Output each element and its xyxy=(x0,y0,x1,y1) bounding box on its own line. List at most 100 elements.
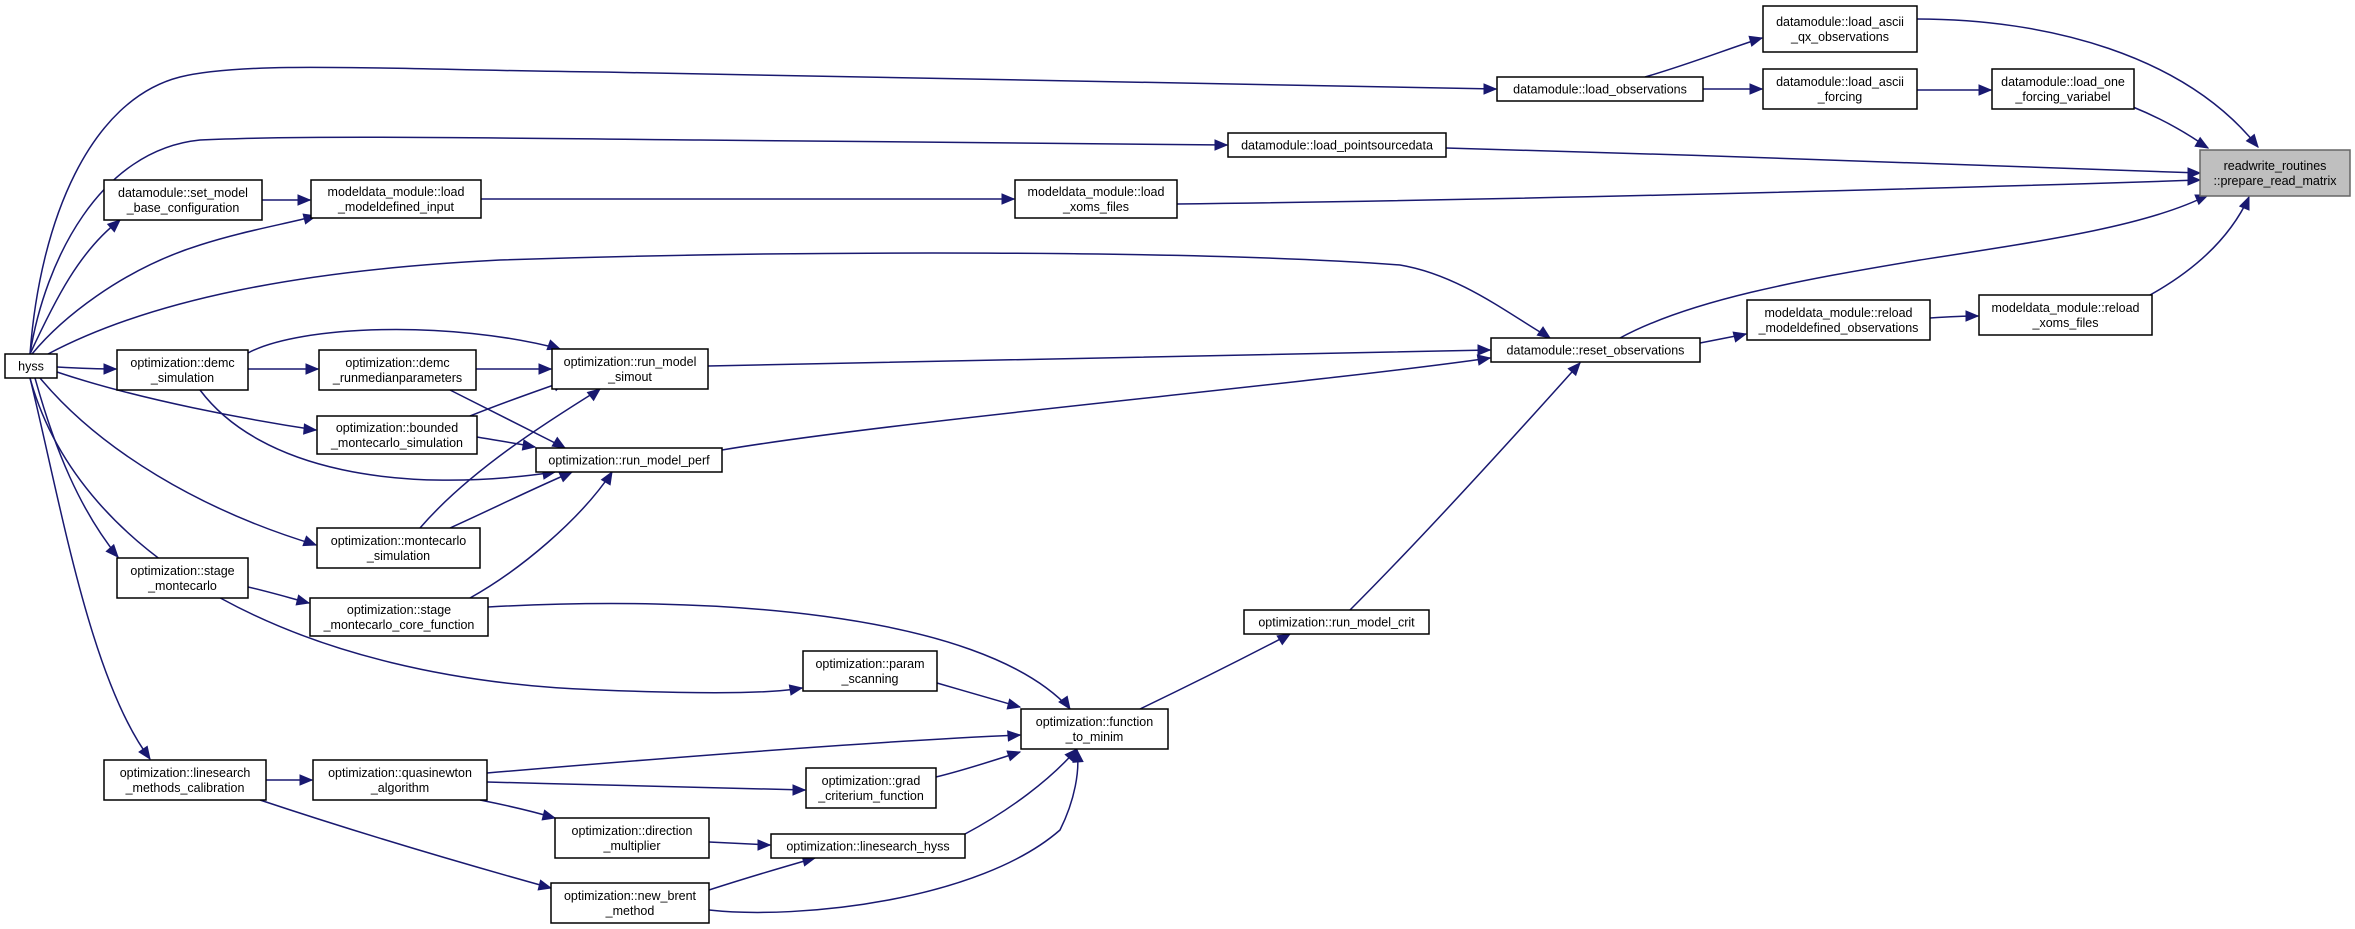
edge-linesearch_hyss-to-function_to_minim xyxy=(964,748,1078,835)
edge-line xyxy=(247,328,561,354)
edge-load_modeldefined_input-to-load_xoms_files xyxy=(481,193,1016,205)
edge-load_one_forcing-to-prepare_read_matrix xyxy=(2132,106,2210,149)
node-hyss[interactable]: hyss xyxy=(4,353,58,379)
edge-reload_modeldefined_observations-to-reload_xoms_files xyxy=(1929,310,1980,322)
edge-quasinewton_algorithm-to-grad_criterium_function xyxy=(486,781,807,796)
arrowhead-icon xyxy=(788,684,804,696)
node-label: optimization::grad xyxy=(822,774,921,788)
node-label: optimization::function xyxy=(1036,715,1153,729)
edge-line xyxy=(29,377,151,760)
edge-load_xoms_files-to-prepare_read_matrix xyxy=(1176,174,2202,205)
node-box xyxy=(318,349,477,391)
node-run_model_crit[interactable]: optimization::run_model_crit xyxy=(1243,609,1430,635)
node-set_model_base_configuration[interactable]: datamodule::set_model_base_configuration xyxy=(103,179,263,221)
edge-line xyxy=(449,471,573,529)
node-linesearch_hyss[interactable]: optimization::linesearch_hyss xyxy=(770,833,966,859)
node-label: optimization::stage xyxy=(347,603,451,617)
node-label: modeldata_module::load xyxy=(1028,185,1165,199)
edge-run_model_simout-to-reset_observations xyxy=(707,344,1492,367)
node-label: optimization::demc xyxy=(130,356,234,370)
edge-stage_montecarlo_core_function-to-run_model_perf xyxy=(469,470,613,599)
node-run_model_perf[interactable]: optimization::run_model_perf xyxy=(535,447,723,473)
node-new_brent_method[interactable]: optimization::new_brent_method xyxy=(550,882,710,924)
arrowhead-icon xyxy=(1748,35,1764,47)
edge-line xyxy=(259,799,552,889)
edge-line xyxy=(1349,362,1581,611)
node-prepare_read_matrix[interactable]: readwrite_routines::prepare_read_matrix xyxy=(2199,149,2351,197)
edge-line xyxy=(1916,18,2259,148)
node-box xyxy=(1020,708,1169,750)
node-stage_montecarlo_core_function[interactable]: optimization::stage_montecarlo_core_func… xyxy=(309,597,489,637)
node-load_ascii_forcing[interactable]: datamodule::load_ascii_forcing xyxy=(1762,68,1918,110)
node-grad_criterium_function[interactable]: optimization::grad_criterium_function xyxy=(805,767,937,809)
node-load_observations[interactable]: datamodule::load_observations xyxy=(1496,76,1704,102)
node-label: _forcing_variabel xyxy=(2014,90,2110,104)
node-load_ascii_qx[interactable]: datamodule::load_ascii_qx_observations xyxy=(1762,5,1918,53)
node-reload_modeldefined_observations[interactable]: modeldata_module::reload_modeldefined_ob… xyxy=(1746,299,1931,341)
arrowhead-icon xyxy=(305,363,320,375)
node-label: optimization::run_model_crit xyxy=(1258,616,1415,630)
edge-load_ascii_forcing-to-load_one_forcing xyxy=(1917,84,1993,96)
node-box xyxy=(805,767,937,809)
node-load_modeldefined_input[interactable]: modeldata_module::load_modeldefined_inpu… xyxy=(310,179,482,219)
arrowhead-icon xyxy=(138,745,151,761)
node-linesearch_methods_calibration[interactable]: optimization::linesearch_methods_calibra… xyxy=(103,759,267,801)
node-label: optimization::demc xyxy=(345,356,449,370)
arrowhead-icon xyxy=(1477,344,1492,356)
edge-direction_multiplier-to-linesearch_hyss xyxy=(708,839,772,851)
arrowhead-icon xyxy=(537,879,553,891)
edge-linesearch_methods_calibration-to-quasinewton_algorithm xyxy=(266,774,314,786)
node-box xyxy=(535,447,723,473)
arrowhead-icon xyxy=(1483,83,1498,95)
node-montecarlo_simulation[interactable]: optimization::montecarlo_simulation xyxy=(316,527,481,569)
node-param_scanning[interactable]: optimization::param_scanning xyxy=(802,650,938,692)
node-demc_runmedianparameters[interactable]: optimization::demc_runmedianparameters xyxy=(318,349,477,391)
node-label: _scanning xyxy=(841,672,899,686)
node-direction_multiplier[interactable]: optimization::direction_multiplier xyxy=(554,817,710,859)
arrowhead-icon xyxy=(1006,750,1022,762)
node-box xyxy=(116,557,249,599)
node-label: optimization::stage xyxy=(130,564,234,578)
node-label: datamodule::load_ascii xyxy=(1776,15,1904,29)
node-box xyxy=(1746,299,1931,341)
arrowhead-icon xyxy=(757,839,772,851)
edge-line xyxy=(29,219,121,355)
arrowhead-icon xyxy=(551,436,567,449)
edge-hyss-to-bounded_montecarlo_simulation xyxy=(56,371,318,435)
node-demc_simulation[interactable]: optimization::demc_simulation xyxy=(116,349,249,391)
node-quasinewton_algorithm[interactable]: optimization::quasinewton_algorithm xyxy=(312,759,488,801)
node-label: readwrite_routines xyxy=(2224,159,2327,173)
node-load_one_forcing[interactable]: datamodule::load_one_forcing_variabel xyxy=(1991,68,2135,110)
node-function_to_minim[interactable]: optimization::function_to_minim xyxy=(1020,708,1169,750)
edge-line xyxy=(486,734,1021,774)
node-reload_xoms_files[interactable]: modeldata_module::reload_xoms_files xyxy=(1978,294,2153,336)
node-label: optimization::quasinewton xyxy=(328,766,472,780)
node-bounded_montecarlo_simulation[interactable]: optimization::bounded_montecarlo_simulat… xyxy=(316,415,478,455)
edge-line xyxy=(419,388,601,529)
node-label: optimization::linesearch_hyss xyxy=(786,840,949,854)
node-load_pointsourcedata[interactable]: datamodule::load_pointsourcedata xyxy=(1227,132,1447,158)
node-reset_observations[interactable]: datamodule::reset_observations xyxy=(1490,337,1701,363)
node-label: _simout xyxy=(607,370,652,384)
edge-line xyxy=(964,748,1078,835)
node-box xyxy=(103,759,267,801)
edge-hyss-to-demc_simulation xyxy=(56,363,118,375)
edge-hyss-to-stage_montecarlo xyxy=(34,377,119,558)
edge-line xyxy=(1644,37,1763,78)
arrowhead-icon xyxy=(103,363,118,375)
node-box xyxy=(1762,68,1918,110)
arrowhead-icon xyxy=(792,784,807,796)
node-stage_montecarlo[interactable]: optimization::stage_montecarlo xyxy=(116,557,249,599)
node-label: _montecarlo_simulation xyxy=(330,436,463,450)
node-label: optimization::param xyxy=(815,657,924,671)
node-label: modeldata_module::load xyxy=(328,185,465,199)
arrowhead-icon xyxy=(2194,136,2210,149)
node-label: _modeldefined_input xyxy=(337,200,455,214)
node-run_model_simout[interactable]: optimization::run_model_simout xyxy=(551,348,709,390)
edge-line xyxy=(1619,194,2209,339)
edge-line xyxy=(708,749,1079,914)
edge-line xyxy=(29,136,1228,355)
edge-line xyxy=(1176,179,2201,205)
node-load_xoms_files[interactable]: modeldata_module::load_xoms_files xyxy=(1014,179,1178,219)
